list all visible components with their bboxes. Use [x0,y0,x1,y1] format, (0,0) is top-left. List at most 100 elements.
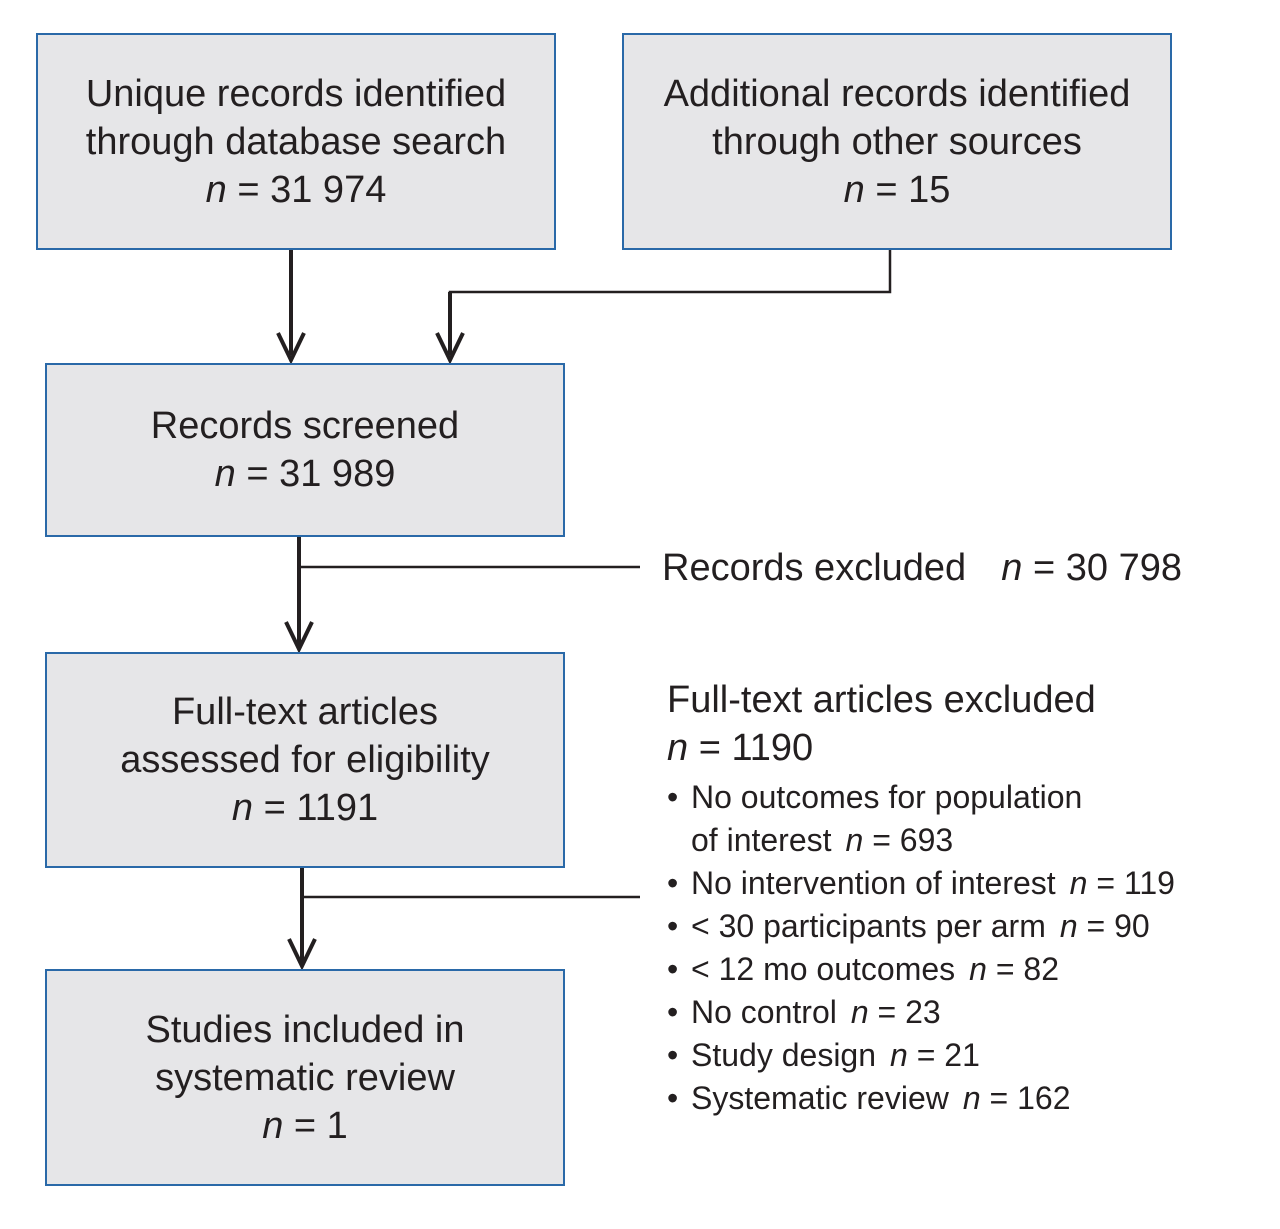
arrow-screened-to-fulltext [284,537,640,654]
box-text-line: through other sources [712,120,1082,163]
equals-sign: = [995,951,1015,987]
exclusion-reason-item: • No intervention of interest n = 119 [667,862,1175,905]
bullet-icon: • [667,1037,679,1073]
box-count: n = 31 989 [215,450,396,498]
exclusion-reason-text-cont: of interest [691,822,832,858]
bullet-icon: • [667,1080,679,1116]
exclusion-reason-count: n = 23 [851,994,941,1030]
fulltext-excluded-count: n = 1190 [667,724,1175,772]
exclusion-reason-count: n = 82 [969,951,1059,987]
box-text-line: Records screened [150,405,460,447]
box-text-line: through database search [85,120,507,163]
exclusion-reason-text: Study design [691,1037,877,1073]
equals-sign: = [1096,865,1116,901]
bullet-icon: • [667,951,679,987]
count-value: 90 [1114,908,1150,944]
n-label: n [1001,547,1023,589]
n-label: n [969,951,987,987]
fulltext-excluded-block: Full-text articles excluded n = 1190 • No… [667,676,1175,1120]
box-count: n = 31 974 [206,166,387,214]
equals-sign: = [246,453,269,495]
count-value: 162 [1017,1080,1071,1116]
n-label: n [214,453,236,495]
bullet-icon: • [667,779,679,815]
box-text-line: systematic review [155,1056,455,1099]
count-value: 1190 [731,727,814,769]
arrow-db-to-screened [276,250,306,365]
count-value: 693 [899,822,954,858]
n-label: n [205,168,227,211]
box-count: n = 1 [262,1102,348,1150]
exclusion-reason-item: • Study design n = 21 [667,1034,1175,1077]
exclusion-reason-text: No control [691,994,837,1030]
records-excluded-label: Records excluded n = 30 798 [662,544,1182,592]
fulltext-excluded-title: Full-text articles excluded [667,679,1096,721]
count-value: 15 [908,168,951,211]
equals-sign: = [989,1080,1009,1116]
arrow-fulltext-to-included [287,868,640,971]
count-value: 1 [326,1104,348,1147]
exclusion-reason-item: • < 30 participants per arm n = 90 [667,905,1175,948]
n-label: n [843,168,865,211]
box-count: n = 1191 [232,784,378,832]
count-value: 31 989 [279,453,396,495]
box-studies-included: Studies included in systematic review n … [45,969,565,1186]
n-label: n [262,1104,284,1147]
exclusion-reasons-list: • No outcomes for population of interest n … [667,776,1175,1120]
exclusion-reason-count: n = 21 [890,1037,980,1073]
equals-sign: = [293,1104,317,1147]
box-count: n = 15 [844,166,951,214]
count-value: 30 798 [1065,547,1182,589]
n-label: n [962,1080,981,1116]
box-other-sources: Additional records identified through ot… [622,33,1172,250]
equals-sign: = [698,727,721,769]
n-label: n [1059,908,1078,944]
bullet-icon: • [667,994,679,1030]
n-label: n [845,822,864,858]
count-value: 21 [944,1037,980,1073]
records-excluded-text: Records excluded [662,547,967,589]
equals-sign: = [1086,908,1106,944]
equals-sign: = [877,994,897,1030]
equals-sign: = [1033,547,1056,589]
count-value: 82 [1023,951,1059,987]
exclusion-reason-item: • No outcomes for population of interest n … [667,776,1175,862]
count-value: 119 [1123,865,1175,901]
box-text-line: Studies included in [145,1008,465,1051]
box-text-line: Full-text articles [171,691,439,733]
exclusion-reason-text: < 30 participants per arm [691,908,1046,944]
count-value: 31 974 [270,168,387,211]
n-label: n [890,1037,908,1073]
n-label: n [667,727,689,769]
exclusion-reason-item: • < 12 mo outcomes n = 82 [667,948,1175,991]
equals-sign: = [237,168,260,211]
exclusion-reason-text: No outcomes for population [691,779,1083,815]
equals-sign: = [875,168,898,211]
count-value: 23 [905,994,941,1030]
box-text-line: Unique records identified [85,72,507,115]
exclusion-reason-count: n = 90 [1060,908,1150,944]
box-fulltext-assessed: Full-text articles assessed for eligibil… [45,652,565,868]
arrow-other-to-screened [435,250,892,365]
equals-sign: = [916,1037,936,1073]
equals-sign: = [263,787,286,829]
box-records-screened: Records screened n = 31 989 [45,363,565,537]
exclusion-reason-text: No intervention of interest [691,865,1056,901]
box-database-search: Unique records identified through databa… [36,33,556,250]
n-label: n [1069,865,1088,901]
n-label: n [850,994,869,1030]
count-value: 1191 [296,787,379,829]
exclusion-reason-item: • No control n = 23 [667,991,1175,1034]
bullet-icon: • [667,865,679,901]
box-text-line: assessed for eligibility [120,739,490,781]
exclusion-reason-count: n = 162 [963,1080,1071,1116]
exclusion-reason-text: Systematic review [691,1080,949,1116]
exclusion-reason-count: n = 693 [846,822,954,858]
exclusion-reason-text: < 12 mo outcomes [691,951,956,987]
box-text-line: Additional records identified [663,72,1131,115]
exclusion-reason-count: n = 119 [1070,865,1175,901]
n-label: n [231,787,254,829]
bullet-icon: • [667,908,679,944]
equals-sign: = [872,822,891,858]
